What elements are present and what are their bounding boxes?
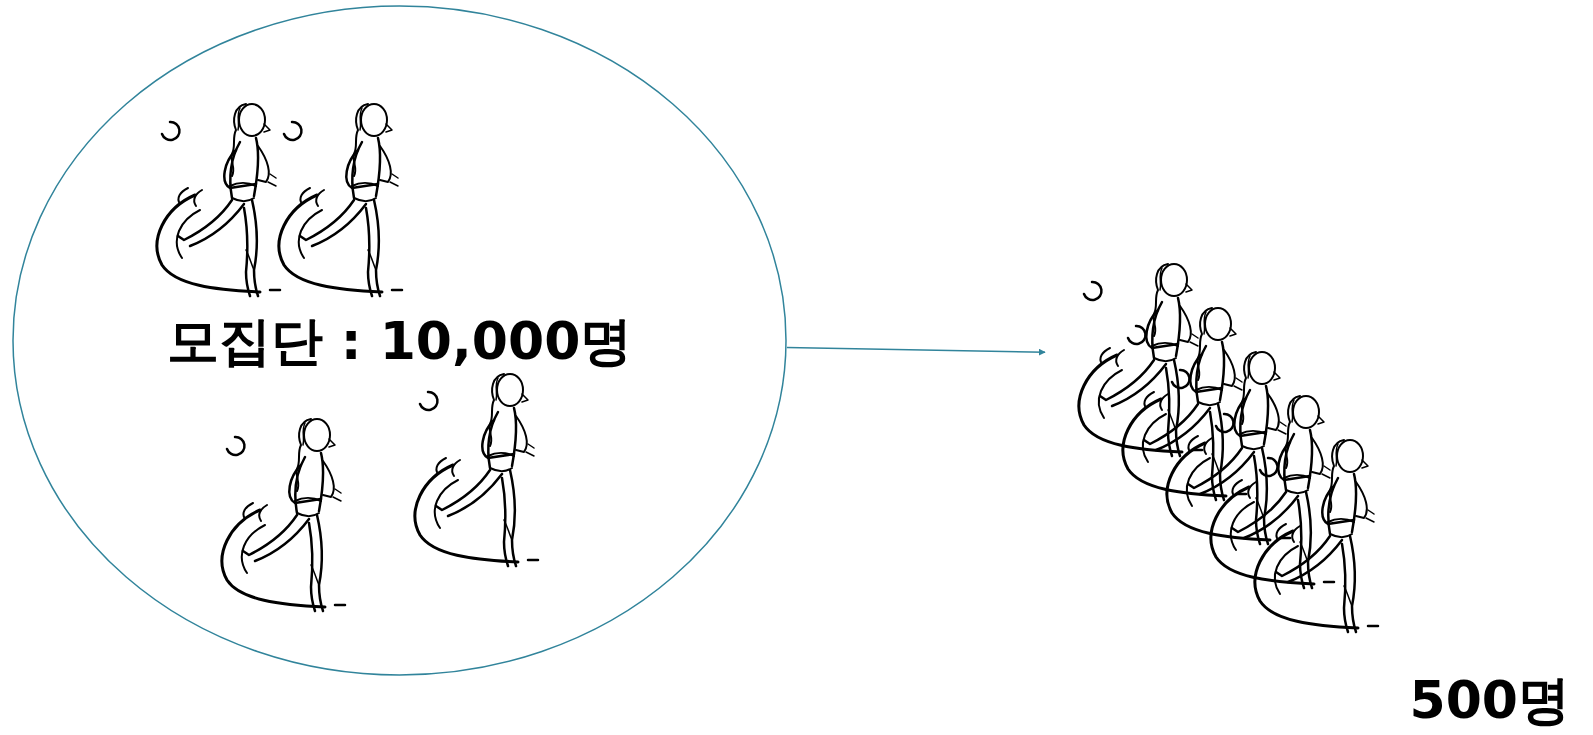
population-label: 모집단 : 10,000명 [12, 315, 787, 367]
sample-label: 500명 [1409, 674, 1570, 726]
sample-runners [1079, 264, 1378, 632]
runner-figure [1211, 396, 1334, 588]
runner-figure [222, 419, 345, 611]
runner-figure [415, 374, 538, 566]
runner-figure [157, 104, 280, 296]
runner-figure [1167, 352, 1290, 544]
runner-figure [1255, 440, 1378, 632]
sample-node: 500명 [1045, 250, 1570, 730]
runner-figure [279, 104, 402, 296]
sampling-arrow [787, 348, 1045, 353]
population-node: 모집단 : 10,000명 [12, 5, 787, 676]
runner-figure [1079, 264, 1202, 456]
ellipse-outline [13, 6, 786, 675]
runner-figure [1123, 308, 1246, 500]
